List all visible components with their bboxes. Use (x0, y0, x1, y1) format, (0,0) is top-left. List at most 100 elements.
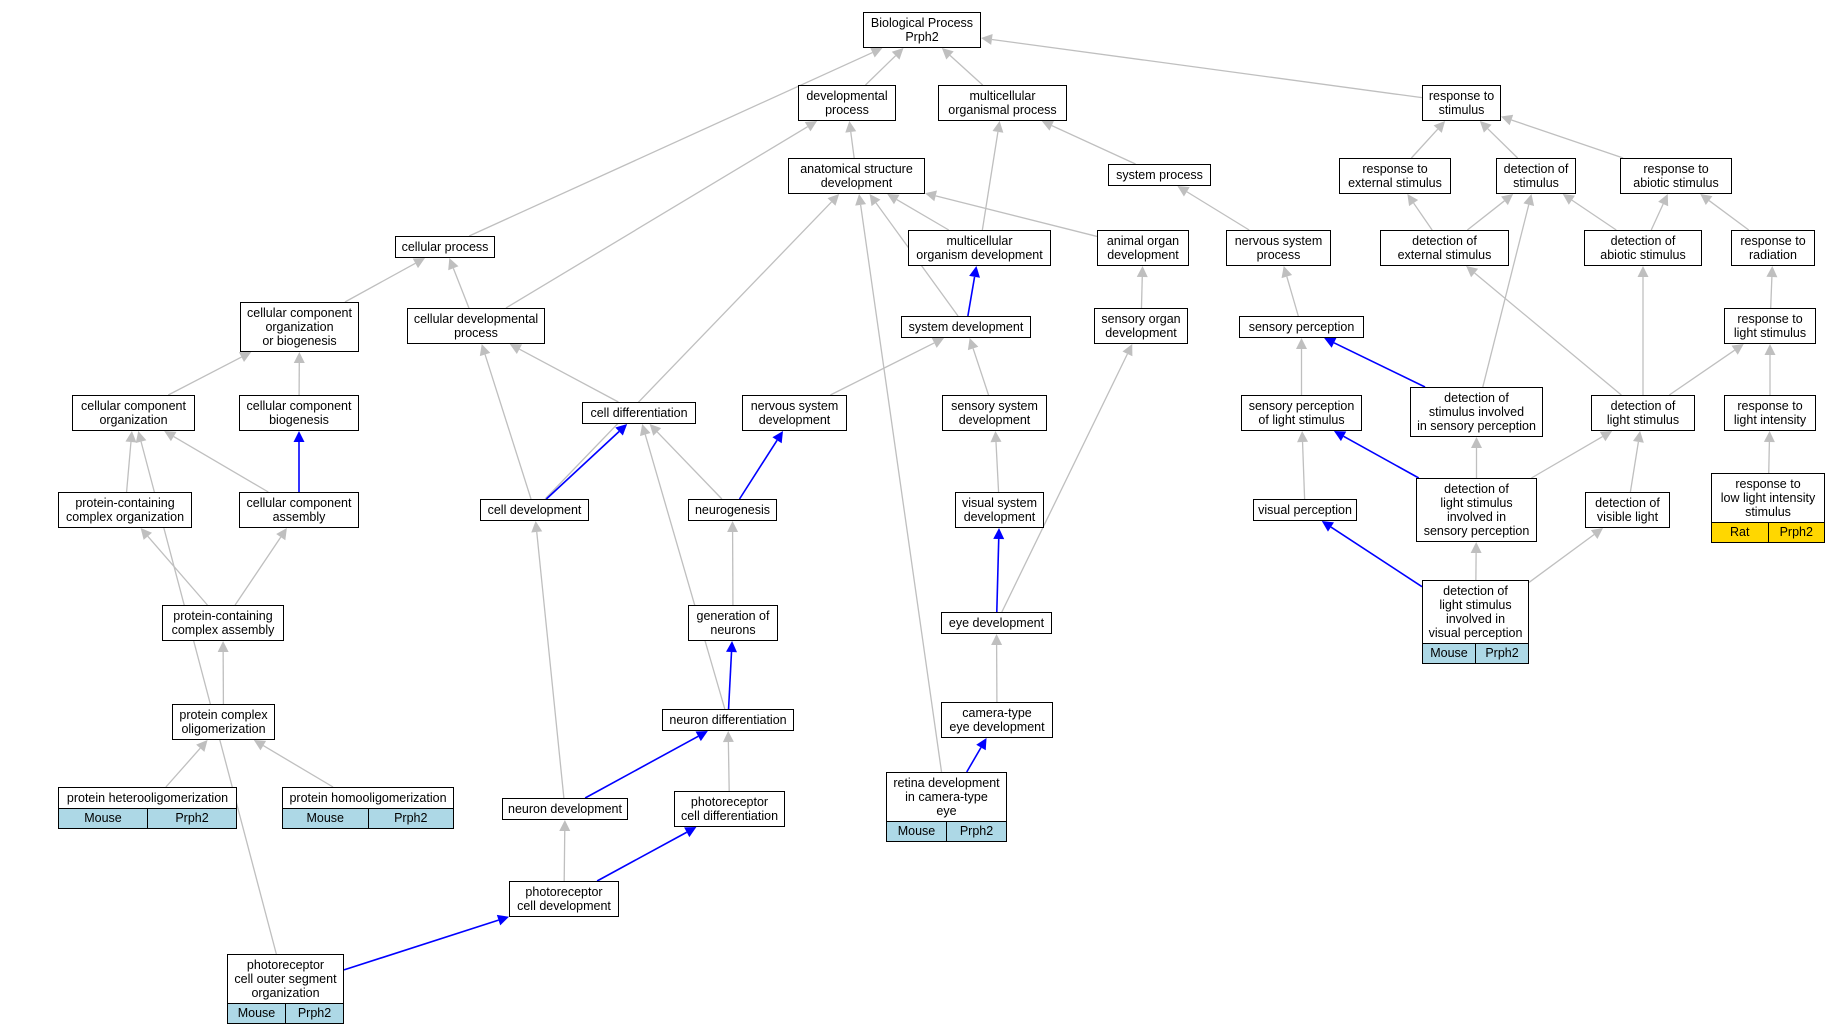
annotation-gene: Prph2 (1767, 522, 1824, 542)
edge-dolsisp-to-spls (1343, 435, 1420, 479)
arrowhead-rts-to-bp (981, 34, 993, 45)
edge-rtas-to-rts (1511, 119, 1624, 159)
go-term-node-vp[interactable]: visual perception (1253, 499, 1357, 521)
arrowhead-cca-to-cco (164, 431, 177, 442)
go-term-node-cp[interactable]: cellular process (395, 236, 495, 258)
go-term-node-sysp[interactable]: system process (1108, 164, 1211, 186)
arrowhead-spls-to-sp (1296, 338, 1307, 349)
annotation-gene: Prph2 (946, 821, 1006, 841)
go-term-node-sp[interactable]: sensory perception (1239, 316, 1364, 338)
arrowhead-mcp-to-bp (941, 48, 954, 60)
edge-sod-to-aod (1140, 276, 1143, 309)
edge-dols-to-rtls (1668, 349, 1736, 396)
edge-pcco-to-cco (125, 441, 132, 493)
arrowhead-vsd-to-ssd (990, 431, 1002, 443)
go-term-node-cdiff[interactable]: cell differentiation (582, 402, 696, 424)
edge-nsp-to-sysp (1186, 191, 1250, 231)
go-term-node-sd[interactable]: system development (901, 316, 1031, 338)
go-term-node-ndev[interactable]: neuron development (502, 798, 628, 820)
arrowhead-dolsisp-to-spls (1333, 431, 1347, 442)
edge-mod-to-asd (896, 198, 950, 231)
go-term-label: cell differentiation (590, 406, 688, 420)
arrowhead-dolsisp-to-dosisp (1471, 437, 1482, 448)
go-term-node-nd[interactable]: neuron differentiation (662, 709, 794, 731)
edge-cca-to-cco (173, 436, 269, 493)
arrowhead-cdp-to-dev (804, 121, 818, 132)
arrowhead-cdev-to-asd (827, 194, 840, 206)
go-term-label: eye development (948, 616, 1045, 630)
arrowhead-pcdev-to-pcd (684, 827, 697, 838)
edge-nd-to-cdiff (644, 434, 726, 710)
arrowhead-eyed-to-sod (1122, 344, 1133, 357)
go-term-node-neurog[interactable]: neurogenesis (688, 499, 777, 521)
go-term-node-eyed[interactable]: eye development (941, 612, 1052, 634)
edge-dolsivp-to-vp (1330, 526, 1423, 588)
go-term-node-phet[interactable]: protein heterooligomerization (58, 787, 237, 809)
arrowhead-nsd-to-sd (931, 338, 945, 348)
go-term-node-phom[interactable]: protein homooligomerization (282, 787, 454, 809)
arrowhead-cca-to-ccb (293, 431, 305, 442)
edge-phet-to-pco (165, 747, 201, 788)
edge-cdev-to-cdp (484, 354, 532, 500)
arrowhead-rtes-to-rts (1433, 121, 1446, 133)
edge-pcca-to-cca (234, 536, 282, 606)
arrowhead-dols-to-does (1466, 266, 1479, 278)
arrowhead-nd-to-cdiff (639, 424, 651, 437)
arrowhead-pcoso-to-cco (135, 431, 147, 444)
arrowhead-sysp-to-mcp (1041, 120, 1055, 131)
arrowhead-pcoso-to-pcdev (496, 914, 509, 926)
arrowhead-ccob-to-cp (412, 258, 425, 269)
go-term-node-cdev[interactable]: cell development (480, 499, 589, 521)
arrowhead-mod-to-asd (887, 194, 900, 205)
go-term-label: cellular process (401, 240, 489, 254)
